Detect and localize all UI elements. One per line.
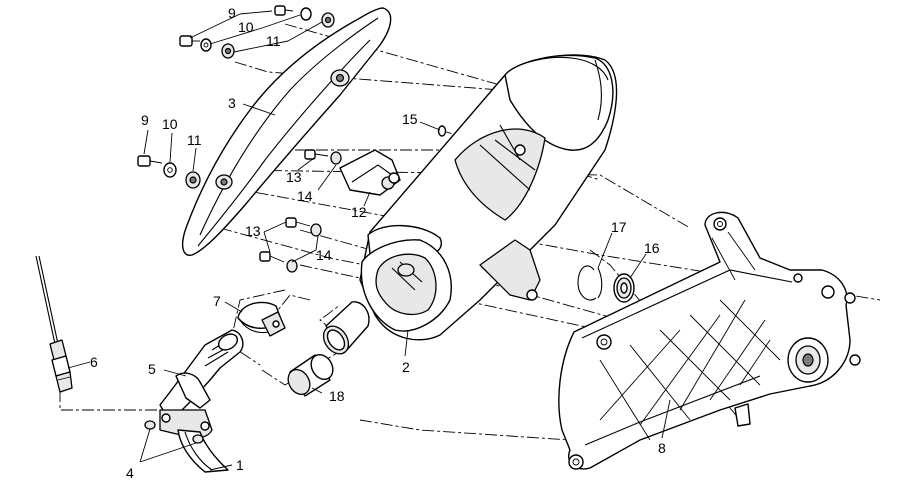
callout-12: 12 — [351, 204, 367, 220]
callout-11-top: 11 — [266, 33, 281, 49]
exhaust-pipe — [159, 329, 244, 473]
callout-11-left: 11 — [187, 132, 202, 148]
exhaust-sleeves — [287, 301, 370, 397]
heat-shield — [181, 7, 392, 256]
callout-8: 8 — [658, 440, 666, 456]
callout-18: 18 — [329, 388, 345, 404]
callout-14-lower: 14 — [316, 247, 332, 263]
lambda-sensor — [35, 255, 73, 393]
callout-10-top: 10 — [238, 19, 254, 35]
callout-9-left: 9 — [141, 112, 149, 128]
callout-4: 4 — [126, 465, 134, 481]
callout-5: 5 — [148, 361, 156, 377]
callout-6: 6 — [90, 354, 98, 370]
circlip — [577, 265, 603, 301]
muffler-bracket — [259, 149, 401, 273]
bearing — [613, 273, 635, 303]
callout-17: 17 — [611, 219, 627, 235]
o-ring — [437, 125, 447, 137]
callout-13-lower: 13 — [245, 223, 261, 239]
callout-7: 7 — [213, 293, 221, 309]
callout-3: 3 — [228, 95, 236, 111]
callout-2: 2 — [402, 359, 410, 375]
callout-9-top: 9 — [228, 5, 236, 21]
fastener-set-top — [179, 5, 335, 59]
callout-16: 16 — [644, 240, 660, 256]
callout-10-left: 10 — [162, 116, 178, 132]
pipe-clamp — [237, 301, 286, 337]
exhaust-support-arm — [558, 211, 861, 470]
callout-13-upper: 13 — [286, 169, 302, 185]
leader-lines — [67, 10, 671, 471]
callout-labels: 9 10 11 3 9 10 11 15 13 14 12 13 14 17 1… — [90, 5, 666, 481]
callout-15: 15 — [402, 111, 418, 127]
muffler — [359, 54, 618, 341]
fastener-set-left — [137, 155, 201, 189]
callout-14-upper: 14 — [297, 188, 313, 204]
callout-1: 1 — [236, 457, 244, 473]
